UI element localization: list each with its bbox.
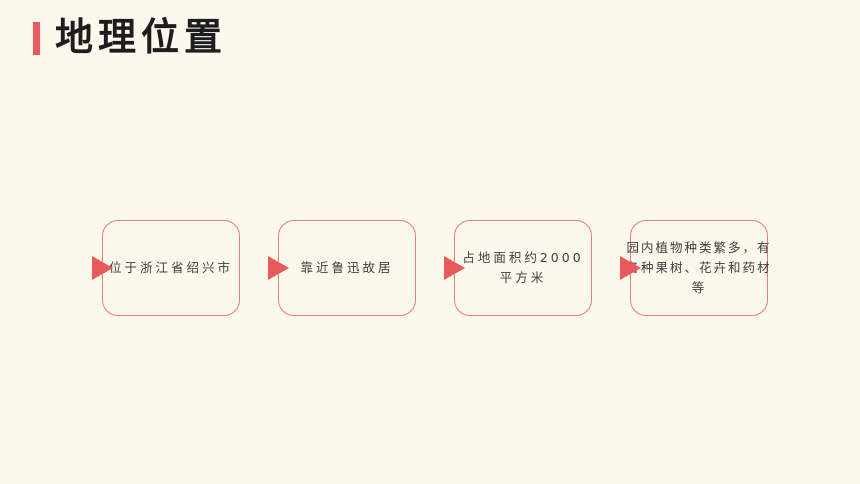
title-accent-bar [33, 22, 40, 55]
step-text-location: 位于浙江省绍兴市 [108, 260, 233, 275]
step-card-location: 位于浙江省绍兴市 [102, 220, 240, 316]
triangle-pointer-icon [620, 256, 641, 280]
triangle-pointer-icon [92, 256, 113, 280]
triangle-pointer-icon [268, 256, 289, 280]
page-title: 地理位置 [55, 14, 228, 59]
step-card-plants: 园内植物种类繁多，有各种果树、花卉和药材等 [626, 220, 770, 316]
step-text-area: 占地面积约2000平方米 [462, 250, 584, 285]
triangle-pointer-icon [444, 256, 465, 280]
step-text-plants: 园内植物种类繁多，有各种果树、花卉和药材等 [626, 240, 772, 295]
step-card-area: 占地面积约2000平方米 [454, 220, 592, 316]
step-text-nearby: 靠近鲁迅故居 [300, 260, 394, 275]
step-card-nearby: 靠近鲁迅故居 [278, 220, 416, 316]
